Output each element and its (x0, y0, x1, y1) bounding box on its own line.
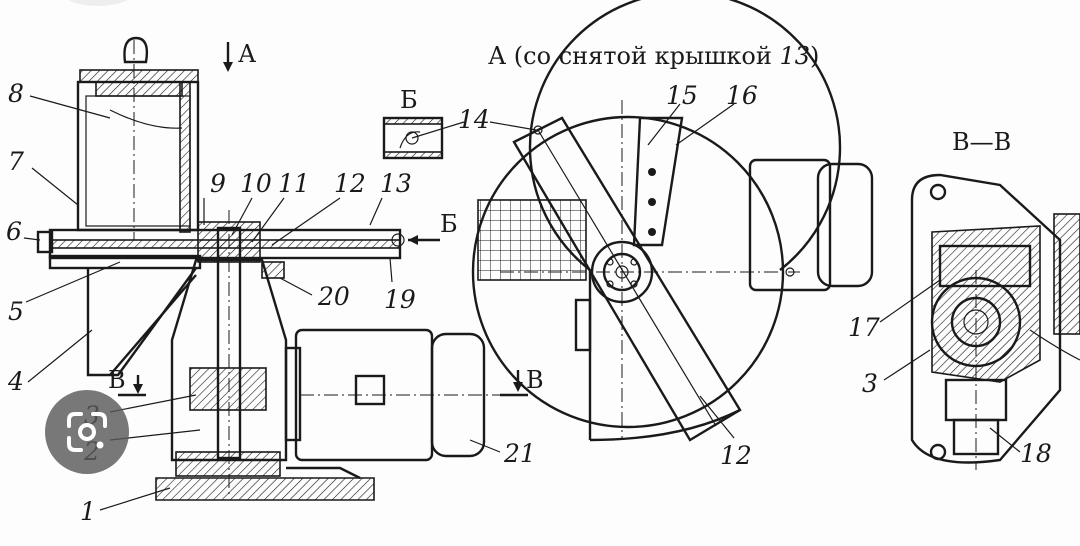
main-view (36, 36, 528, 501)
detail-b (382, 116, 465, 160)
lower-bearing (175, 451, 281, 477)
hopper-contents-line (109, 109, 183, 129)
gear-housing (170, 258, 288, 462)
part-label-20: 20 (317, 282, 350, 311)
view-a (471, 0, 874, 442)
part-label-11: 11 (278, 169, 310, 198)
worm-gear (189, 367, 267, 411)
motor-terminal (354, 374, 386, 406)
part-label-6: 6 (6, 217, 22, 246)
view-arrowhead-a (223, 62, 233, 72)
section-bb-label: В—В (952, 128, 1011, 156)
arrow-a-label: А (238, 40, 256, 68)
part-label-21: 21 (503, 439, 536, 468)
base-foot (155, 477, 375, 501)
motor-flange (284, 346, 302, 442)
part-label-5: 5 (8, 297, 24, 326)
motor-body (294, 328, 434, 462)
part-label-10: 10 (240, 169, 272, 198)
clamp-6 (36, 230, 54, 254)
section-bb (910, 173, 1080, 470)
cut-left-label: В (108, 366, 126, 394)
leader-lines-view-a (489, 103, 735, 439)
part-label-15: 15 (666, 81, 698, 110)
top-shadow-blob (58, 0, 138, 6)
part-label-13: 13 (380, 169, 412, 198)
base-rib (286, 466, 361, 480)
part-label-12-view-a: 12 (720, 441, 752, 470)
chute (86, 267, 197, 377)
part-label-16: 16 (726, 81, 758, 110)
part-label-18: 18 (1020, 439, 1052, 468)
part-label-7: 7 (8, 147, 24, 176)
arrow-b-label: Б (440, 210, 458, 238)
part-label-4: 4 (7, 367, 24, 396)
part-label-8: 8 (8, 79, 24, 108)
detail-b-label: Б (400, 86, 418, 114)
bolt-19 (391, 233, 405, 247)
part-label-1: 1 (80, 497, 96, 526)
lens-search-button[interactable] (45, 390, 129, 474)
cut-right-label: В (526, 366, 544, 394)
part-label-3: 3 (862, 369, 878, 398)
view-arrowhead-b (408, 235, 418, 245)
hopper-wall (179, 81, 191, 233)
view-a-title: А (со снятой крышкой 13) (488, 42, 819, 70)
part-label-9: 9 (210, 169, 226, 198)
leader-lines-section (879, 279, 1021, 453)
part-label-14: 14 (458, 105, 490, 134)
google-lens-icon (67, 412, 107, 452)
lid-knob (123, 36, 149, 64)
part-label-17: 17 (848, 313, 880, 342)
chute-wall (109, 274, 197, 376)
bracket-20 (261, 261, 285, 279)
lid (79, 69, 199, 83)
lid-inner (95, 81, 183, 97)
part-label-19: 19 (384, 285, 416, 314)
part-label-12: 12 (334, 169, 366, 198)
cut-arrowhead-left (133, 384, 143, 394)
